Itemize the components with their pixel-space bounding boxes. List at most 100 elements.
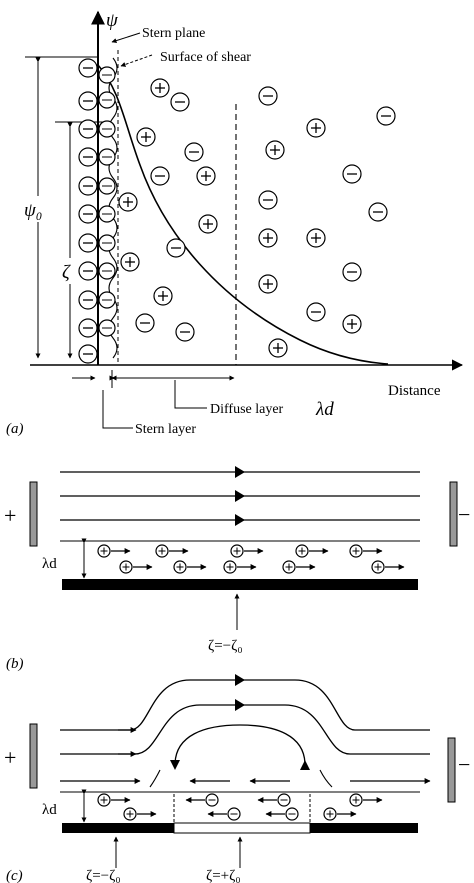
channel-wall bbox=[62, 579, 418, 590]
anion bbox=[368, 202, 388, 222]
panel-a-label: (a) bbox=[6, 421, 24, 437]
anion bbox=[78, 147, 98, 167]
flow-arrowhead bbox=[235, 699, 245, 711]
left-electrode bbox=[29, 723, 38, 789]
edl-ions bbox=[97, 793, 383, 821]
surface-of-shear-label: Surface of shear bbox=[160, 50, 251, 65]
cation bbox=[268, 338, 288, 358]
moving-cation bbox=[282, 560, 316, 574]
swirl-right bbox=[319, 769, 333, 788]
flow-arrowhead bbox=[235, 490, 245, 502]
cation bbox=[196, 166, 216, 186]
surface-ion bbox=[98, 234, 116, 252]
anion bbox=[342, 164, 362, 184]
anion bbox=[78, 58, 98, 78]
surface-ion bbox=[98, 205, 116, 223]
moving-cation bbox=[223, 560, 257, 574]
wall-negative-left bbox=[62, 823, 174, 833]
anion bbox=[258, 86, 278, 106]
lambda-d-label: λd bbox=[42, 802, 57, 818]
moving-cation bbox=[349, 544, 383, 558]
wall-negative-right bbox=[310, 823, 418, 833]
minus-sign: − bbox=[458, 752, 470, 777]
cation bbox=[342, 314, 362, 334]
cation bbox=[265, 140, 285, 160]
stern-layer-leader bbox=[102, 390, 133, 429]
panel-b-label: (b) bbox=[6, 656, 24, 672]
surface-ion bbox=[98, 66, 116, 84]
anion bbox=[78, 233, 98, 253]
psi0-label: ψ₀ bbox=[24, 200, 42, 221]
anion bbox=[342, 262, 362, 282]
lambda-d-label: λd bbox=[42, 556, 57, 572]
stern-layer-label: Stern layer bbox=[135, 422, 196, 437]
anion bbox=[175, 322, 195, 342]
flow-arrowhead bbox=[300, 760, 310, 770]
anion bbox=[78, 318, 98, 338]
cation bbox=[120, 252, 140, 272]
cation bbox=[118, 192, 138, 212]
potential-curve bbox=[97, 64, 389, 365]
panel-c: + − λd bbox=[4, 674, 470, 883]
anion bbox=[78, 91, 98, 111]
cation bbox=[258, 228, 278, 248]
panel-b: + − λd ζ=−ζ₀ (b) bbox=[4, 466, 470, 672]
cation bbox=[198, 214, 218, 234]
diffuse-layer-label: Diffuse layer bbox=[210, 402, 284, 417]
moving-anion bbox=[265, 807, 299, 821]
moving-anion bbox=[257, 793, 291, 807]
moving-cation bbox=[295, 544, 329, 558]
anion bbox=[135, 313, 155, 333]
cation bbox=[306, 228, 326, 248]
anion bbox=[78, 204, 98, 224]
psi-axis-label: ψ bbox=[106, 10, 119, 31]
surface-ion bbox=[98, 91, 116, 109]
anion bbox=[376, 106, 396, 126]
surface-ion bbox=[98, 319, 116, 337]
cation bbox=[136, 127, 156, 147]
anion bbox=[170, 92, 190, 112]
anion bbox=[150, 166, 170, 186]
swirl-left bbox=[149, 769, 161, 788]
flow-arrowhead bbox=[235, 514, 245, 526]
diffuse-ions bbox=[118, 78, 396, 358]
wall-charges bbox=[98, 66, 116, 337]
shear-pointer bbox=[120, 54, 153, 67]
cation bbox=[150, 78, 170, 98]
plus-sign: + bbox=[4, 503, 16, 528]
moving-cation bbox=[97, 544, 131, 558]
psi0-label-bg bbox=[20, 196, 54, 222]
flow-arrowhead bbox=[170, 760, 180, 770]
panel-c-label: (c) bbox=[6, 868, 23, 883]
cation bbox=[306, 118, 326, 138]
minus-sign: − bbox=[458, 502, 470, 527]
surface-ion bbox=[98, 120, 116, 138]
surface-ion bbox=[98, 177, 116, 195]
anion bbox=[166, 238, 186, 258]
surface-ion bbox=[98, 148, 116, 166]
stern-plane-label: Stern plane bbox=[142, 26, 205, 41]
moving-cation bbox=[155, 544, 189, 558]
moving-anion bbox=[207, 807, 241, 821]
surface-ion bbox=[98, 291, 116, 309]
anion bbox=[78, 176, 98, 196]
right-electrode bbox=[447, 737, 456, 803]
moving-cation bbox=[323, 807, 357, 821]
recirculation-arc bbox=[174, 724, 306, 766]
anion bbox=[78, 344, 98, 364]
anion bbox=[78, 290, 98, 310]
anion bbox=[78, 261, 98, 281]
anion bbox=[78, 119, 98, 139]
panel-a: ψ ψ₀ ζ Stern plane Surface of shear bbox=[6, 10, 464, 437]
anion bbox=[258, 190, 278, 210]
left-electrode bbox=[29, 481, 38, 547]
zeta-label: ζ=−ζ₀ bbox=[208, 638, 243, 654]
zeta-mid-label: ζ=+ζ₀ bbox=[206, 868, 241, 883]
surface-ion bbox=[98, 262, 116, 280]
flow-arrowhead bbox=[235, 674, 245, 686]
moving-cation bbox=[123, 807, 157, 821]
stern-plane-pointer bbox=[111, 32, 141, 44]
moving-cation bbox=[97, 793, 131, 807]
flow-arrowhead bbox=[235, 466, 245, 478]
